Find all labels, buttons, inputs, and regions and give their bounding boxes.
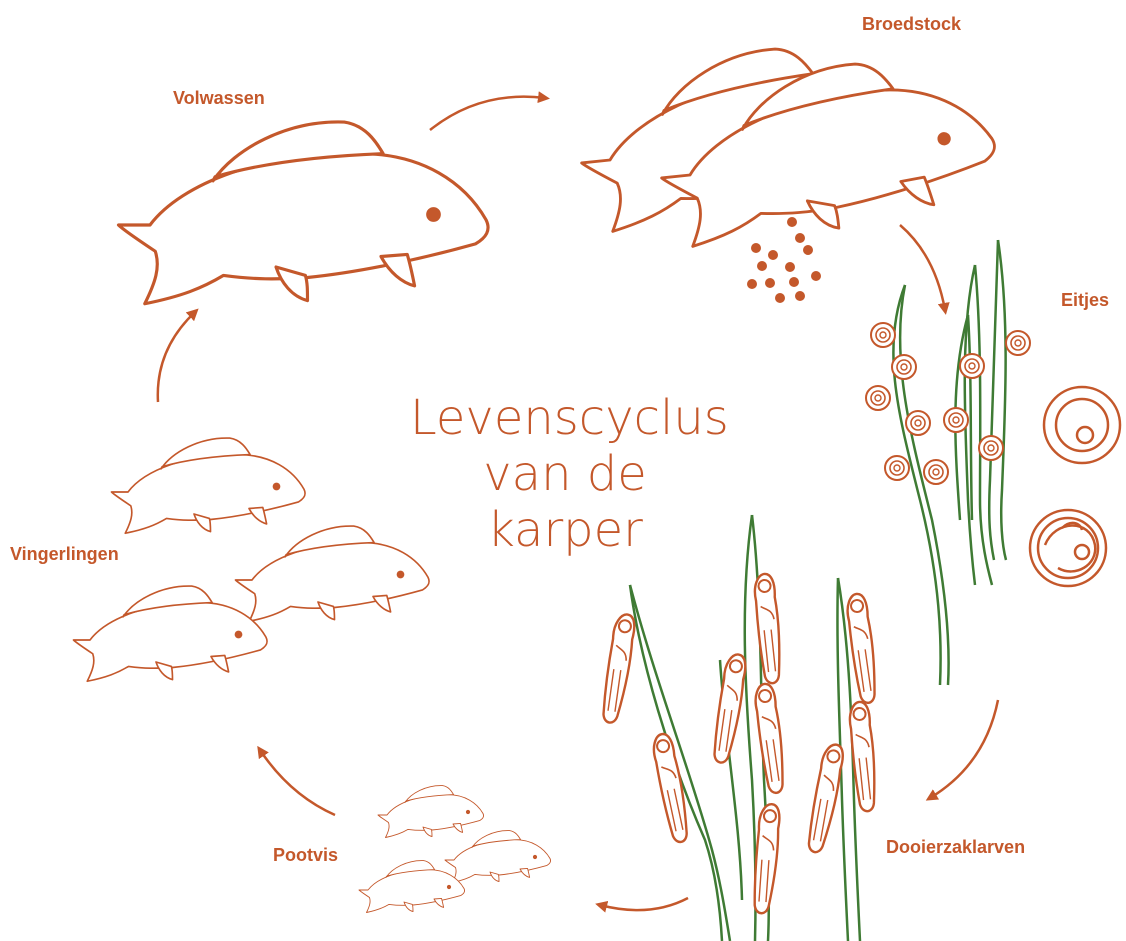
stocking-fish-1 (378, 786, 484, 838)
title-line: karper (410, 502, 720, 558)
spawned-eggs (747, 217, 821, 303)
arrow-eggs-to-larvae (930, 700, 998, 798)
label-adult: Volwassen (173, 88, 265, 109)
fingerling-1 (112, 438, 306, 533)
adult-fish (119, 122, 489, 304)
egg-plants (893, 240, 1006, 685)
egg-detail (1030, 387, 1120, 586)
arrow-broodstock-to-eggs (900, 225, 945, 310)
arrow-stocking-fish-to-fingerlings (260, 750, 335, 815)
diagram-title: Levenscyclus van de karper (410, 390, 720, 558)
label-eggs: Eitjes (1061, 290, 1109, 311)
arrow-adult-to-broodstock (430, 97, 545, 130)
label-stocking-fish: Pootvis (273, 845, 338, 866)
fingerling-2 (236, 526, 430, 621)
stocking-fish-3 (359, 861, 465, 913)
label-fingerlings: Vingerlingen (10, 544, 119, 565)
arrow-larvae-to-stocking-fish (600, 898, 688, 910)
title-line: Levenscyclus (410, 390, 720, 446)
fingerling-3 (74, 586, 268, 681)
title-line: van de (410, 446, 720, 502)
arrow-fingerlings-to-adult (158, 312, 195, 402)
stocking-fish-2 (445, 831, 551, 883)
label-yolk-sac-larvae: Dooierzaklarven (886, 837, 1025, 858)
label-broodstock: Broedstock (862, 14, 961, 35)
larva-plants (630, 515, 860, 941)
